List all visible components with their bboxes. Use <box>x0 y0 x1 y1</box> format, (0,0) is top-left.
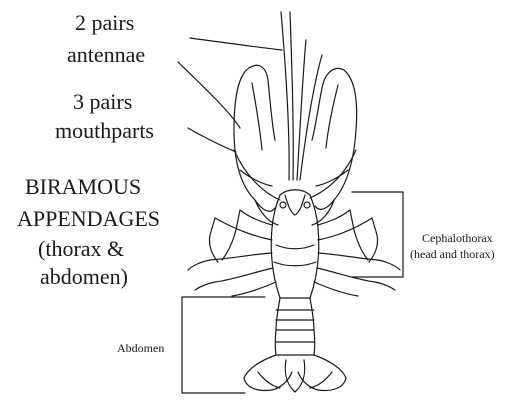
leader-lines <box>178 38 282 152</box>
antennae-leader-line <box>190 38 282 50</box>
abdomen-label: Abdomen <box>117 342 164 354</box>
cephalothorax-body <box>271 190 318 298</box>
tail-fan <box>244 355 346 392</box>
mouthparts-label-line2: mouthparts <box>55 120 154 142</box>
mouthparts-leader-line <box>188 128 236 152</box>
cephalothorax-bracket <box>352 192 403 277</box>
cephalothorax-label-line2: (head and thorax) <box>410 248 495 260</box>
abdomen-bracket <box>182 297 265 393</box>
biramous-label-line2: APPENDAGES <box>17 208 160 230</box>
mouthparts-label-line1: 3 pairs <box>73 91 132 113</box>
right-walking-legs <box>314 210 400 296</box>
antennae <box>281 12 322 180</box>
biramous-label-line4: abdomen) <box>40 266 128 288</box>
left-walking-legs <box>188 210 276 296</box>
cephalothorax-label-line1: Cephalothorax <box>422 232 493 244</box>
antennae-label-line2: antennae <box>67 44 145 66</box>
biramous-label-line3: (thorax & <box>38 238 124 260</box>
antennae-label-line1: 2 pairs <box>75 12 134 34</box>
antennae-leader-line-2 <box>178 62 240 128</box>
right-claw <box>310 68 357 225</box>
biramous-label-line1: BIRAMOUS <box>25 176 141 198</box>
abdomen-segments <box>275 298 315 355</box>
region-brackets <box>182 192 403 393</box>
left-claw <box>234 65 280 225</box>
